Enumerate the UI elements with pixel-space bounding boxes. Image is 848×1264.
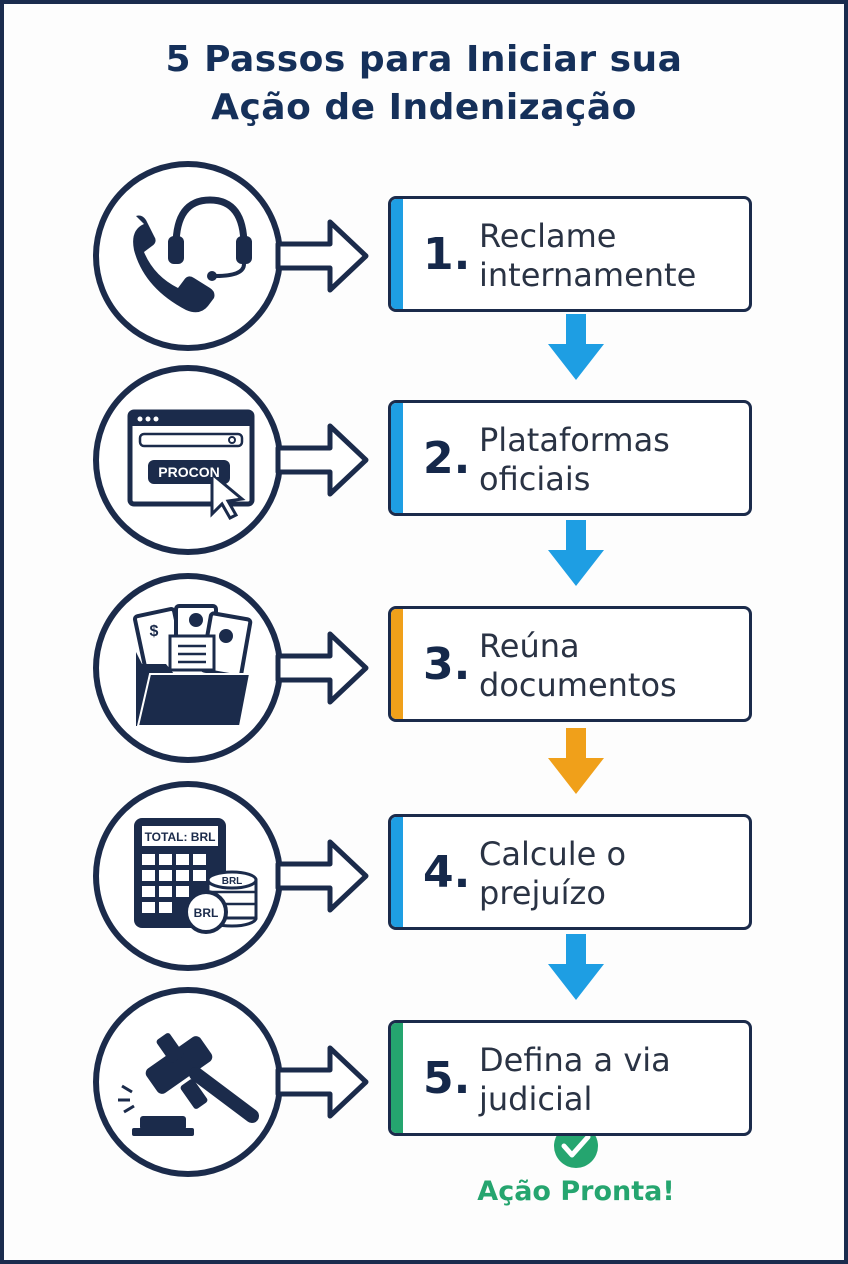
down-arrow-3: [548, 728, 604, 794]
dollar-sign-text: $: [150, 623, 159, 640]
coin-front-text: BRL: [194, 906, 219, 920]
calculator-display-text: TOTAL: BRL: [145, 830, 216, 844]
connector-arrow-1: [275, 219, 369, 293]
step-accent-5: [391, 1023, 403, 1133]
step-label-3: Reúna documentos: [479, 627, 677, 704]
browser-procon-icon: [93, 365, 283, 555]
step-card-2: 2. Plataformas oficiais: [388, 400, 752, 516]
calculator-coins-icon: [93, 781, 283, 971]
step-card-3: 3. Reúna documentos: [388, 606, 752, 722]
step-accent-1: [391, 199, 403, 309]
connector-arrow-5: [275, 1045, 369, 1119]
step-card-4: 4. Calcule o prejuízo: [388, 814, 752, 930]
down-arrow-4: [548, 934, 604, 1000]
step-accent-4: [391, 817, 403, 927]
connector-arrow-4: [275, 839, 369, 913]
step-number-1: 1.: [423, 229, 471, 280]
step-label-5: Defina a via judicial: [479, 1041, 671, 1118]
page-title: 5 Passos para Iniciar sua Ação de Indeni…: [0, 36, 848, 132]
phone-headset-icon: [93, 161, 283, 351]
step-number-4: 4.: [423, 847, 471, 898]
step-card-5: 5. Defina a via judicial: [388, 1020, 752, 1136]
step-number-3: 3.: [423, 639, 471, 690]
step-number-2: 2.: [423, 433, 471, 484]
step-label-2: Plataformas oficiais: [479, 421, 670, 498]
document-folder-icon: [93, 573, 283, 763]
connector-arrow-2: [275, 423, 369, 497]
step-label-1: Reclame internamente: [479, 217, 697, 294]
down-arrow-2: [548, 520, 604, 586]
title-line-2: Ação de Indenização: [211, 87, 637, 128]
title-line-1: 5 Passos para Iniciar sua: [165, 39, 683, 80]
step-card-1: 1. Reclame internamente: [388, 196, 752, 312]
procon-button-text: PROCON: [158, 464, 219, 480]
connector-arrow-3: [275, 631, 369, 705]
step-accent-2: [391, 403, 403, 513]
step-accent-3: [391, 609, 403, 719]
down-arrow-1: [548, 314, 604, 380]
coin-stack-text: BRL: [222, 876, 243, 887]
step-number-5: 5.: [423, 1053, 471, 1104]
gavel-icon: [93, 987, 283, 1177]
action-ready-label: Ação Pronta!: [477, 1176, 675, 1207]
step-label-4: Calcule o prejuízo: [479, 835, 627, 912]
